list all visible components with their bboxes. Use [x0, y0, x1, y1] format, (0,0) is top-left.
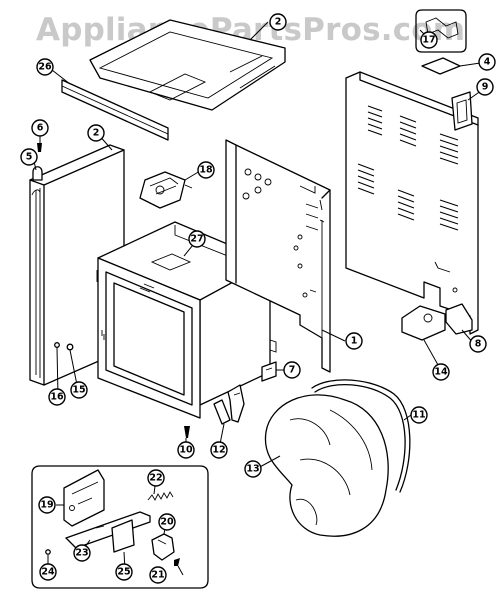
callout-26: 26 — [36, 58, 54, 76]
callout-label: 8 — [475, 339, 482, 350]
callout-4: 4 — [478, 53, 496, 71]
callout-label: 17 — [422, 35, 435, 46]
callout-label: 9 — [482, 82, 489, 93]
callout-label: 18 — [199, 165, 213, 176]
right-side-panel-part — [225, 139, 331, 373]
callout-14: 14 — [432, 363, 450, 381]
hinge-part — [213, 384, 245, 425]
callout-21: 21 — [149, 566, 167, 584]
clip-part — [32, 166, 43, 181]
callout-10: 10 — [177, 441, 195, 459]
callout-18: 18 — [197, 161, 215, 179]
callout-27: 27 — [188, 230, 206, 248]
insulation-part — [264, 394, 389, 537]
callout-5: 5 — [20, 148, 38, 166]
callout-label: 13 — [246, 464, 259, 475]
callout-13: 13 — [244, 460, 262, 478]
callout-label: 24 — [41, 567, 55, 578]
bracket-part — [401, 305, 446, 341]
callout-11: 11 — [410, 406, 428, 424]
screw-small-part — [54, 342, 74, 351]
callout-label: 5 — [26, 152, 33, 163]
callout-label: 23 — [75, 548, 88, 559]
callout-2-top: 2 — [269, 13, 287, 31]
callout-label: 26 — [38, 62, 52, 73]
thermostat-part — [139, 171, 193, 209]
callout-12: 12 — [210, 441, 228, 459]
callout-label: 22 — [149, 473, 162, 484]
callout-label: 7 — [289, 365, 296, 376]
callout-15: 15 — [70, 381, 88, 399]
callout-7: 7 — [283, 361, 301, 379]
callout-label: 27 — [190, 234, 203, 245]
callout-label: 25 — [117, 567, 130, 578]
callout-label: 12 — [212, 445, 225, 456]
corner-bracket-part — [445, 303, 473, 335]
callout-17: 17 — [415, 9, 467, 53]
callout-1: 1 — [345, 332, 363, 350]
callout-label: 2 — [275, 17, 282, 28]
door-switch-part — [261, 361, 277, 382]
latch-inset-box — [31, 465, 209, 589]
callout-22: 22 — [147, 469, 165, 487]
grille-part — [421, 57, 461, 75]
callout-label: 10 — [179, 445, 193, 456]
vent-frame-part — [451, 91, 473, 131]
callout-label: 2 — [93, 128, 100, 139]
callout-8: 8 — [469, 335, 487, 353]
callout-label: 1 — [351, 336, 358, 347]
callout-label: 20 — [160, 517, 174, 528]
callout-2-side: 2 — [87, 124, 105, 142]
callout-label: 19 — [40, 500, 53, 511]
callout-24: 24 — [39, 563, 57, 581]
callout-16: 16 — [48, 388, 66, 406]
callout-23: 23 — [73, 544, 91, 562]
callout-label: 21 — [151, 570, 164, 581]
screw-part-10 — [184, 426, 190, 438]
top-panel-part — [89, 19, 286, 111]
callout-25: 25 — [115, 563, 133, 581]
callout-label: 15 — [72, 385, 85, 396]
oven-cavity-part — [96, 221, 277, 419]
screw-part — [37, 143, 42, 152]
callout-19: 19 — [38, 496, 56, 514]
front-rail-part — [61, 79, 169, 141]
callout-label: 4 — [484, 57, 491, 68]
callout-20: 20 — [158, 513, 176, 531]
callout-label: 14 — [434, 367, 448, 378]
callout-6: 6 — [31, 119, 49, 137]
callout-label: 6 — [37, 123, 44, 134]
callout-label: 16 — [50, 392, 64, 403]
callout-9: 9 — [476, 78, 494, 96]
gasket-part — [311, 379, 411, 493]
callout-label: 11 — [412, 410, 425, 421]
